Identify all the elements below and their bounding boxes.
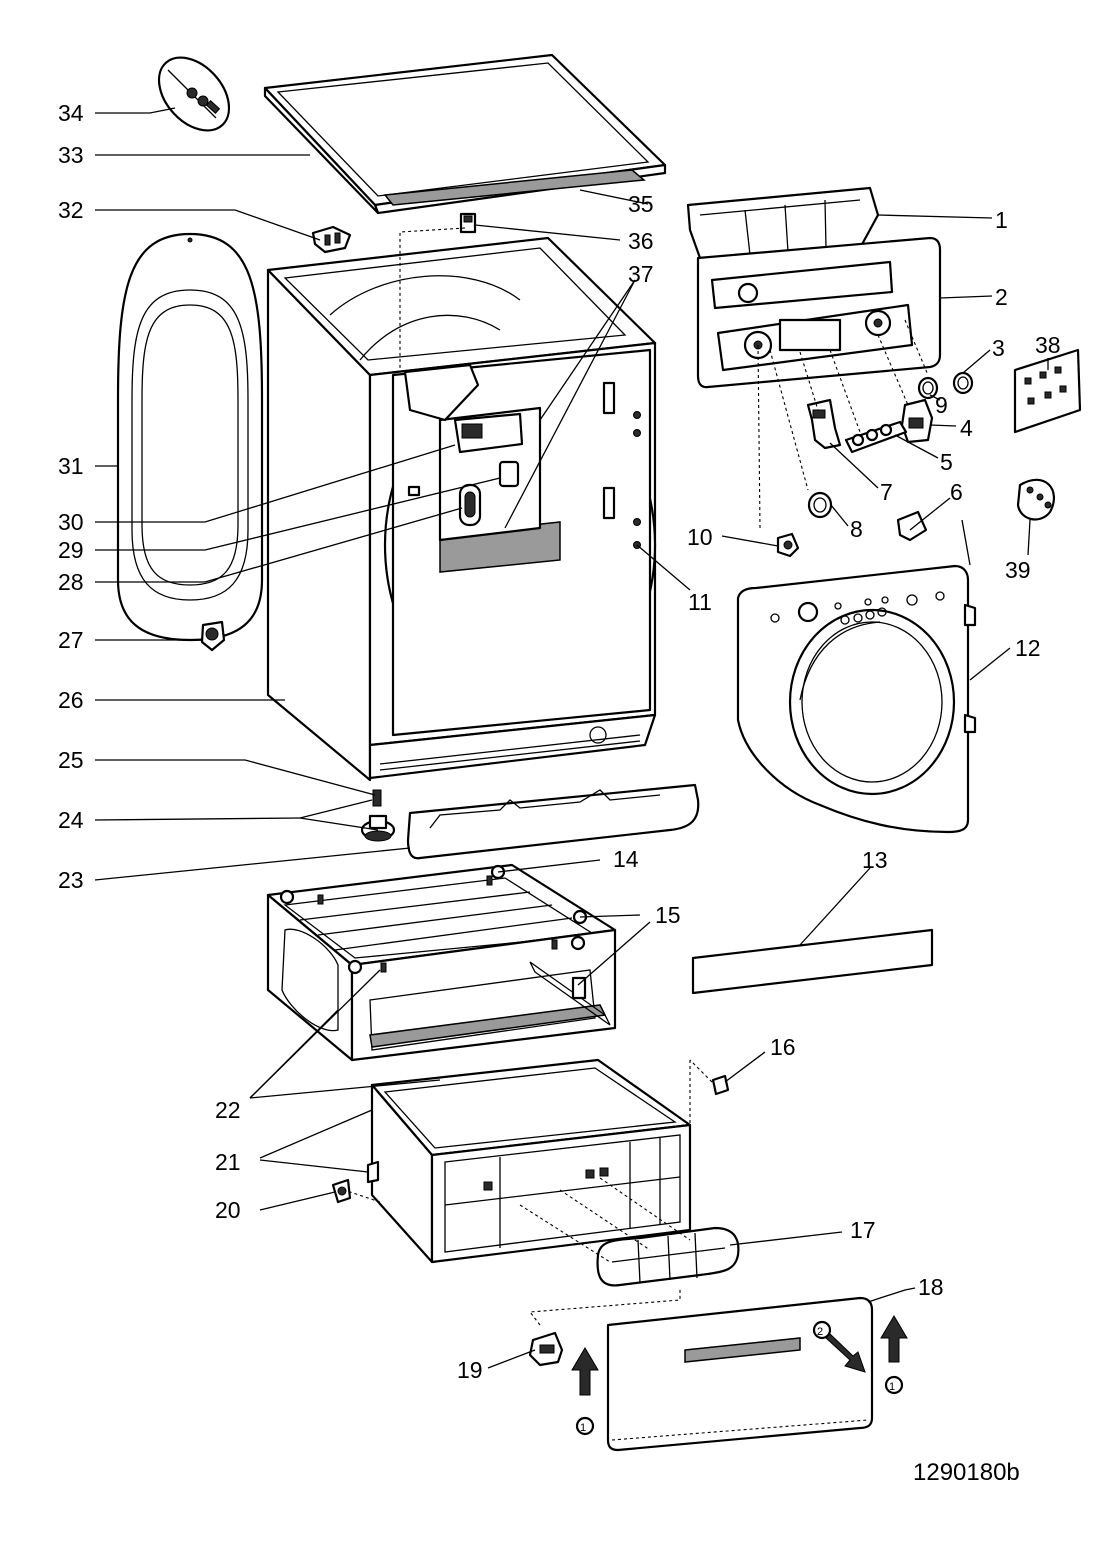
arrow-up-left — [571, 1347, 599, 1436]
callout-10: 10 — [687, 524, 713, 550]
arrow-diagonal — [812, 1320, 866, 1373]
callout-34: 34 — [58, 100, 84, 126]
part-39-harness — [1016, 478, 1056, 521]
arrow-mark-left: 1 — [580, 1422, 586, 1434]
part-12-front-panel — [736, 564, 977, 834]
part-3-knob — [952, 371, 974, 395]
callout-15: 15 — [655, 902, 681, 928]
part-5-push-rods — [844, 420, 908, 454]
callout-2: 2 — [995, 284, 1008, 310]
callout-1: 1 — [995, 207, 1008, 233]
part-35-front-strip — [383, 169, 646, 206]
callout-11: 11 — [688, 589, 712, 615]
part-23-plinth — [406, 783, 700, 860]
part-7-bracket — [806, 398, 842, 450]
callout-3: 3 — [992, 335, 1005, 361]
part-25-spring — [372, 789, 382, 807]
part-20-fitting — [331, 1178, 352, 1204]
drawing-code: 1290180b — [913, 1459, 1020, 1486]
callout-4: 4 — [960, 415, 973, 441]
callout-38: 38 — [1035, 332, 1061, 358]
part-26-cabinet — [266, 236, 657, 782]
callout-9: 9 — [935, 392, 948, 418]
callout-13: 13 — [862, 847, 888, 873]
callout-33: 33 — [58, 142, 84, 168]
part-32-clip — [311, 225, 352, 254]
callout-30: 30 — [58, 509, 84, 535]
assembly-dashed-lines — [349, 227, 971, 1326]
callout-8: 8 — [850, 516, 863, 542]
callout-numbers: 1 2 3 4 5 6 7 8 9 10 11 12 13 14 15 16 1… — [58, 100, 1061, 1383]
part-2-control-board — [696, 236, 942, 389]
callout-7: 7 — [880, 479, 893, 505]
callout-26: 26 — [58, 687, 84, 713]
arrow-mark-diagonal: 2 — [817, 1326, 823, 1338]
callout-18: 18 — [918, 1274, 944, 1300]
callout-22: 22 — [215, 1097, 241, 1123]
part-8-knob — [807, 491, 833, 519]
arrow-marks: 1 1 2 — [580, 1326, 895, 1434]
part-28-door-handle — [458, 483, 482, 527]
callout-28: 28 — [58, 569, 84, 595]
part-19-clip — [528, 1331, 564, 1367]
callout-23: 23 — [58, 867, 84, 893]
callout-32: 32 — [58, 197, 84, 223]
callout-20: 20 — [215, 1197, 241, 1223]
callout-27: 27 — [58, 627, 84, 653]
part-6-clip — [896, 510, 928, 542]
arrow-up-right — [880, 1315, 908, 1395]
callout-19: 19 — [457, 1357, 483, 1383]
part-31-rear-panel — [116, 232, 264, 642]
callout-31: 31 — [58, 453, 84, 479]
part-17-drawer-handle — [596, 1226, 740, 1287]
part-34-screw-kit — [157, 56, 231, 132]
part-36-stop — [459, 212, 477, 234]
part-29-handle-insert — [498, 460, 520, 488]
part-22-pedestal-frame — [266, 863, 617, 1062]
callout-5: 5 — [940, 449, 953, 475]
part-9-knob — [917, 376, 939, 400]
callout-39: 39 — [1005, 557, 1031, 583]
part-16-fastener — [711, 1074, 730, 1096]
callout-14: 14 — [613, 846, 639, 872]
part-38-pcb — [1013, 348, 1082, 434]
part-4-switch — [900, 398, 934, 444]
callout-16: 16 — [770, 1034, 796, 1060]
part-21-drawer — [366, 1058, 692, 1264]
part-10-knob — [776, 532, 800, 558]
callout-36: 36 — [628, 228, 654, 254]
leader-lines — [94, 107, 1049, 1369]
part-18-drawer-front — [606, 1296, 874, 1452]
part-30-label — [453, 412, 524, 454]
callout-35: 35 — [628, 191, 654, 217]
callout-25: 25 — [58, 747, 84, 773]
part-13-trim-strip — [691, 928, 934, 995]
callout-21: 21 — [215, 1149, 241, 1175]
callout-37: 37 — [628, 261, 654, 287]
callout-29: 29 — [58, 537, 84, 563]
callout-24: 24 — [58, 807, 84, 833]
part-27-cap — [200, 620, 226, 652]
arrow-mark-right: 1 — [889, 1381, 895, 1393]
callout-12: 12 — [1015, 635, 1041, 661]
callout-17: 17 — [850, 1217, 876, 1243]
callout-6: 6 — [950, 479, 963, 505]
